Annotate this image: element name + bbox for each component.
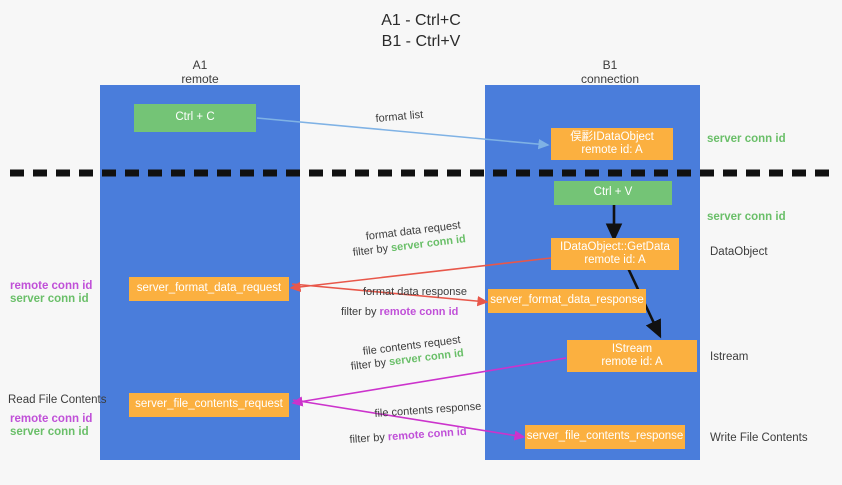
node-ctrl-c-label: Ctrl + C [175,111,215,124]
column-header-a1-name: A1 [192,58,208,72]
right-label-server-conn-id-1: server conn id [707,133,786,145]
filter-prefix: filter by [352,242,392,259]
filter-value-remote-conn-id: remote conn id [387,425,467,444]
column-header-b1-sub: connection [580,72,640,86]
column-header-a1: A1 remote [140,58,260,86]
node-server-file-contents-request-label: server_file_contents_request [135,398,283,411]
column-header-b1-name: B1 [602,58,618,72]
node-server-file-contents-request[interactable]: server_file_contents_request [129,393,289,417]
right-label-istream: Istream [710,351,749,363]
arrow-label-format-list: format list [375,108,424,125]
node-getdata[interactable]: IDataObject::GetData remote id: A [551,238,679,270]
node-istream-line1: IStream [611,342,653,355]
node-ctrl-c[interactable]: Ctrl + C [134,104,256,132]
left-label-read-file-contents: Read File Contents [8,394,107,406]
column-header-a1-sub: remote [181,72,219,86]
filter-prefix: filter by [349,431,389,446]
node-server-format-data-request[interactable]: server_format_data_request [129,277,289,301]
node-istream[interactable]: IStream remote id: A [567,340,697,372]
node-getdata-line1: IDataObject::GetData [560,240,670,253]
node-istream-line2: remote id: A [601,356,663,368]
right-label-write-file-contents: Write File Contents [710,432,808,444]
node-idataobject-line2: remote id: A [581,144,643,156]
arrow-label-format-data-response: format data response [363,286,467,298]
filter-prefix: filter by [341,306,380,318]
arrow-label-format-data-response-filter: filter by remote conn id [341,305,458,320]
left-label-server-conn-id-2: server conn id [10,426,89,438]
arrow-label-file-contents-response-filter: filter by remote conn id [349,425,467,448]
node-ctrl-v-label: Ctrl + V [593,186,633,199]
title-line-2: B1 - Ctrl+V [381,33,461,50]
node-ctrl-v[interactable]: Ctrl + V [554,181,672,205]
node-server-format-data-request-label: server_format_data_request [136,282,282,295]
page-title: A1 - Ctrl+C B1 - Ctrl+V [0,10,842,52]
node-idataobject-line1: 俣彲IDataObject [570,130,654,143]
right-label-dataobject: DataObject [710,246,768,258]
arrow-label-file-contents-response: file contents response [374,400,482,420]
node-server-format-data-response-label: server_format_data_response [490,294,644,307]
node-idataobject[interactable]: 俣彲IDataObject remote id: A [551,128,673,160]
node-getdata-line2: remote id: A [584,254,646,266]
filter-prefix: filter by [350,356,390,373]
title-line-1: A1 - Ctrl+C [381,12,461,29]
right-label-server-conn-id-2: server conn id [707,211,786,223]
column-header-b1: B1 connection [540,58,680,86]
node-server-format-data-response[interactable]: server_format_data_response [488,289,646,313]
left-label-remote-conn-id-1: remote conn id [10,280,93,292]
left-label-remote-conn-id-2: remote conn id [10,413,93,425]
filter-value-remote-conn-id: remote conn id [379,306,459,318]
node-server-file-contents-response-label: server_file_contents_response [526,430,684,443]
left-label-server-conn-id-1: server conn id [10,293,89,305]
node-server-file-contents-response[interactable]: server_file_contents_response [525,425,685,449]
